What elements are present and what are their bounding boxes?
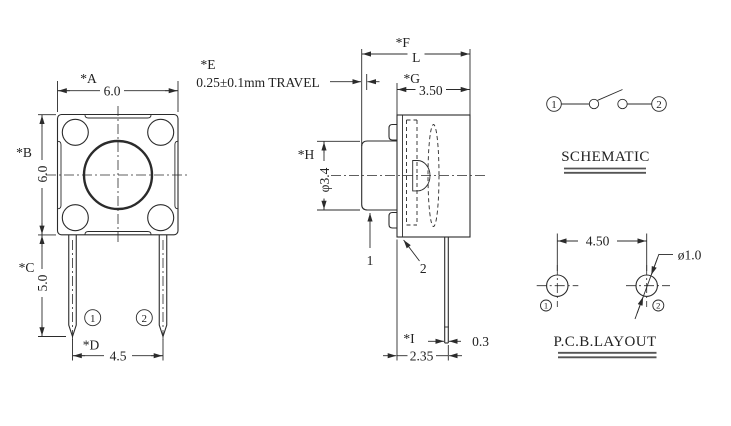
dim-i-label: *I bbox=[403, 331, 415, 346]
schematic-title: SCHEMATIC bbox=[561, 149, 650, 165]
dimension-a: *A 6.0 bbox=[57, 71, 179, 112]
dim-b-label: *B bbox=[16, 145, 32, 160]
pcb-layout-title: P.C.B.LAYOUT bbox=[553, 334, 656, 350]
lead-width-value: 0.3 bbox=[472, 334, 489, 349]
corner-rivet-bottom-right bbox=[147, 204, 175, 232]
pcb-layout: 4.50 ø1.0 1 2 P.C.B.LAYOUT bbox=[536, 233, 702, 359]
mount-peg-bottom bbox=[388, 211, 397, 229]
dim-f-label: *F bbox=[396, 35, 411, 50]
terminal-2-label: 2 bbox=[656, 99, 662, 111]
dim-d-value: 4.5 bbox=[110, 349, 127, 364]
terminal-number-2: 2 bbox=[135, 309, 153, 327]
arrow bbox=[650, 257, 658, 276]
contact-node bbox=[617, 98, 628, 110]
pad-number-2: 2 bbox=[652, 299, 665, 312]
dim-h-value: φ3.4 bbox=[317, 167, 332, 192]
dimension-hole: ø1.0 bbox=[634, 248, 702, 320]
hole-diameter-value: ø1.0 bbox=[678, 248, 702, 263]
pitch-value: 4.50 bbox=[586, 234, 610, 249]
dimension-f: *F L bbox=[361, 35, 471, 146]
dimension-h: *H φ3.4 bbox=[298, 140, 360, 211]
dimension-pitch: 4.50 bbox=[556, 233, 648, 271]
terminal-lead bbox=[444, 237, 449, 344]
dim-i-value: 2.35 bbox=[410, 349, 434, 364]
plunger-stem bbox=[361, 140, 397, 211]
dim-b-value: 6.0 bbox=[35, 165, 50, 182]
cover-tab-bottom bbox=[84, 231, 152, 235]
top-view: 1 2 *A 6.0 *B 6.0 bbox=[16, 71, 190, 364]
corner-rivet-bottom-left bbox=[61, 204, 89, 232]
pad-number-circle bbox=[540, 299, 552, 312]
dim-d-label: *D bbox=[83, 338, 100, 353]
dimension-i: *I 2.35 0.3 bbox=[383, 239, 489, 364]
dim-g-label: *G bbox=[403, 71, 420, 86]
switch-lever bbox=[597, 89, 623, 101]
terminal-number-circle bbox=[84, 309, 102, 327]
schematic: 1 2 SCHEMATIC bbox=[546, 89, 667, 174]
corner-rivet-top-right bbox=[147, 118, 175, 146]
dimension-b: *B 6.0 bbox=[16, 114, 56, 236]
dim-e-label: *E bbox=[201, 57, 216, 72]
terminal-number-label: 2 bbox=[142, 313, 148, 325]
dim-h-label: *H bbox=[298, 147, 315, 162]
contact-node bbox=[588, 98, 600, 110]
callout-1: 1 bbox=[367, 213, 374, 268]
pad-number-1: 1 bbox=[540, 299, 552, 312]
pad-number-label: 1 bbox=[544, 301, 548, 311]
dimension-g: *G 3.50 bbox=[396, 71, 470, 115]
terminal-number-1: 1 bbox=[84, 309, 102, 327]
callout-2: 2 bbox=[403, 239, 427, 276]
terminal-number-circle bbox=[135, 309, 153, 327]
pad-number-circle bbox=[652, 299, 665, 312]
pad-number-label: 2 bbox=[656, 301, 660, 311]
mount-peg-top bbox=[388, 123, 397, 141]
dim-e-value: 0.25±0.1mm TRAVEL bbox=[196, 75, 320, 90]
dimension-e-travel: *E 0.25±0.1mm TRAVEL bbox=[196, 57, 380, 90]
callout-1-label: 1 bbox=[367, 253, 374, 268]
cover-tab-top bbox=[84, 114, 152, 119]
dimension-c: *C 5.0 bbox=[19, 234, 66, 337]
terminal-circle-2 bbox=[651, 96, 667, 112]
dim-g-value: 3.50 bbox=[419, 83, 443, 98]
dim-a-value: 6.0 bbox=[104, 84, 121, 99]
side-view: *F L *G 3.50 *E 0.25±0.1mm TRAVEL bbox=[196, 35, 489, 364]
leader-arrow bbox=[403, 239, 420, 262]
callout-2-label: 2 bbox=[420, 261, 427, 276]
dim-f-value: L bbox=[412, 50, 420, 65]
terminal-1-label: 1 bbox=[551, 99, 557, 111]
dim-c-label: *C bbox=[19, 260, 35, 275]
center-contact-tab bbox=[412, 160, 431, 192]
body-outline bbox=[396, 114, 471, 238]
terminal-number-label: 1 bbox=[90, 313, 96, 325]
arrow bbox=[636, 296, 644, 314]
corner-rivet-top-left bbox=[61, 118, 89, 146]
dim-a-label: *A bbox=[80, 71, 97, 86]
dimension-d: *D 4.5 bbox=[72, 338, 164, 364]
dim-c-value: 5.0 bbox=[35, 274, 50, 291]
